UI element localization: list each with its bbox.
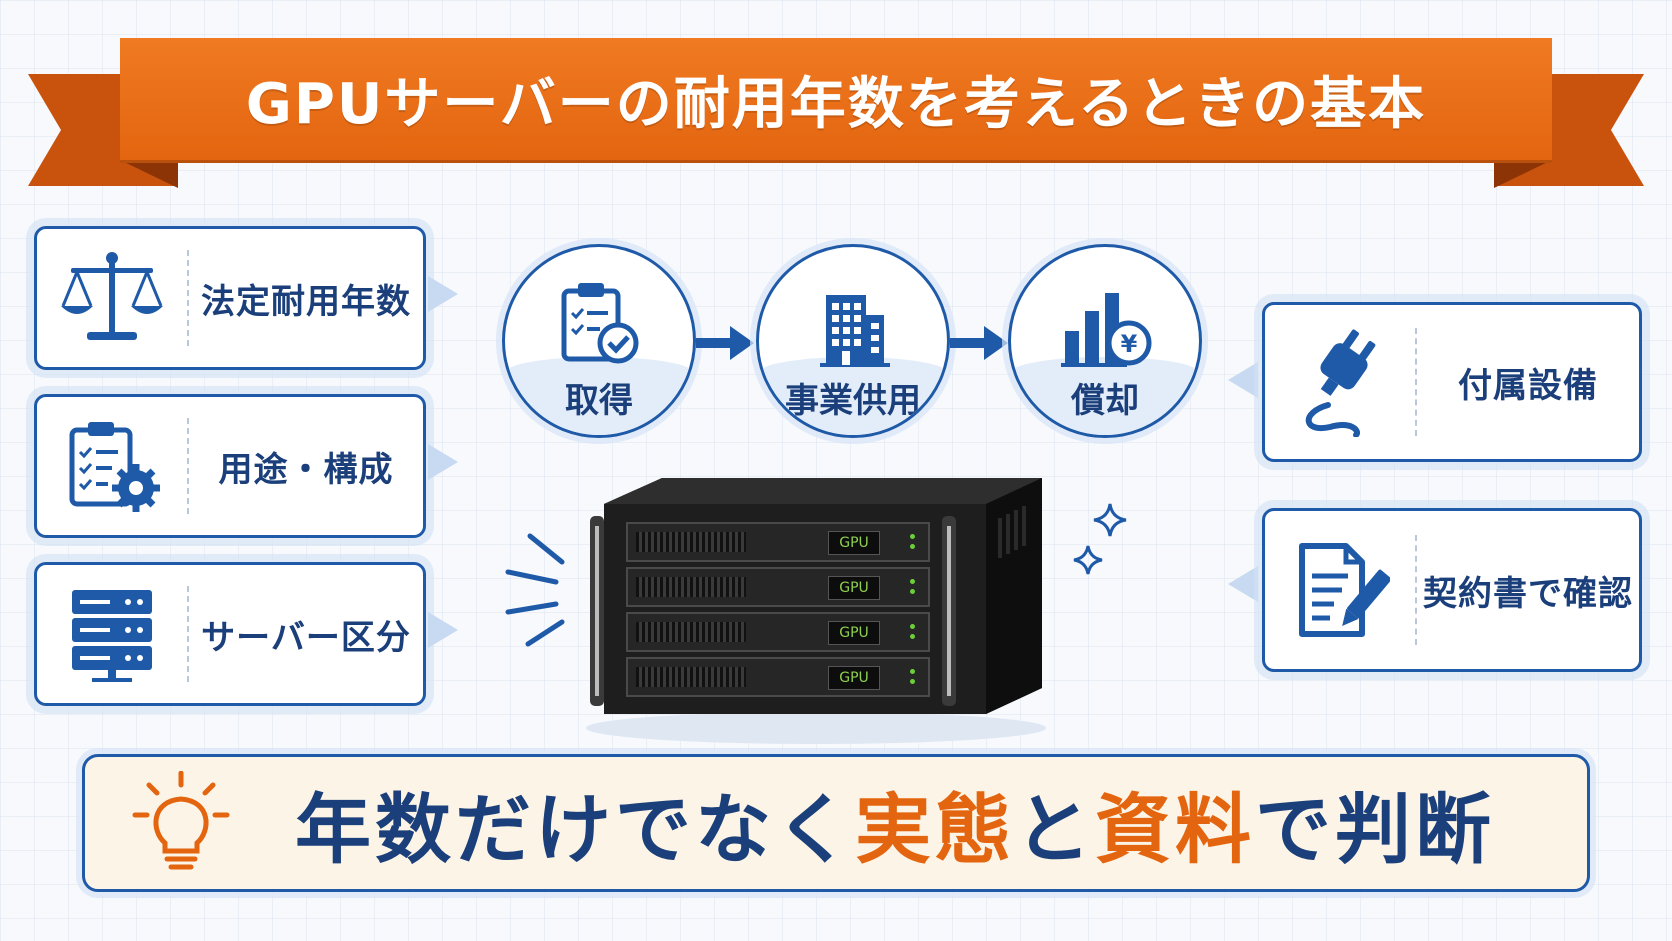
vent-grille <box>636 532 746 552</box>
conclusion-highlight-documents: 資料 <box>1095 785 1255 874</box>
status-led <box>910 534 915 539</box>
conclusion-highlight-actual-state: 実態 <box>855 785 1015 874</box>
card-divider <box>1415 328 1417 436</box>
clipboard-check-icon <box>561 283 639 364</box>
scale-icon <box>37 229 187 367</box>
flow-step-acquisition: 取得 <box>502 244 696 438</box>
vent-grille <box>636 577 746 597</box>
card-ancillary-equipment: 付属設備 <box>1262 302 1642 462</box>
gpu-slot-label: GPU <box>828 531 880 555</box>
card-divider <box>187 249 189 347</box>
bar-chart-yen-icon: ¥ <box>1061 293 1152 367</box>
card-divider <box>187 417 189 515</box>
gpu-slot-label: GPU <box>828 621 880 645</box>
status-led <box>910 634 915 639</box>
flow-step-label: 事業供用 <box>785 381 921 421</box>
document-pen-icon <box>1265 511 1415 669</box>
title-banner: GPUサーバーの耐用年数を考えるときの基本 <box>120 38 1552 160</box>
server-bay: GPU <box>626 612 930 652</box>
card-label: 付属設備 <box>1458 365 1598 406</box>
conclusion-text: 年数だけでなく実態と資料で判断 <box>295 757 1495 889</box>
building-icon <box>820 295 890 367</box>
server-rack-icon <box>37 565 187 703</box>
arrow-right-icon <box>950 326 1008 360</box>
status-led <box>910 624 915 629</box>
clipboard-gear-icon <box>37 397 187 535</box>
vent-grille <box>636 667 746 687</box>
conclusion-part-3: で判断 <box>1255 785 1495 874</box>
server-bays: GPU GPU GPU GPU <box>626 522 930 702</box>
pointer-triangle <box>428 612 458 648</box>
gpu-slot-label: GPU <box>828 576 880 600</box>
card-divider <box>1415 534 1417 646</box>
flow-step-label: 取得 <box>565 381 633 421</box>
page-title: GPUサーバーの耐用年数を考えるときの基本 <box>245 71 1427 137</box>
card-legal-useful-life: 法定耐用年数 <box>34 226 426 370</box>
server-bay: GPU <box>626 657 930 697</box>
pointer-triangle <box>428 444 458 480</box>
card-server-category: サーバー区分 <box>34 562 426 706</box>
svg-text:¥: ¥ <box>1121 330 1138 358</box>
pointer-triangle <box>428 276 458 312</box>
status-led <box>910 589 915 594</box>
gpu-server: GPU GPU GPU GPU <box>586 478 1046 746</box>
arrow-right-icon <box>696 326 754 360</box>
plug-icon <box>1265 305 1415 459</box>
flow-step-label: 償却 <box>1071 381 1139 421</box>
card-usage-configuration: 用途・構成 <box>34 394 426 538</box>
conclusion-part-2: と <box>1015 785 1095 874</box>
pointer-triangle <box>1228 566 1258 602</box>
emphasis-lines-icon <box>505 533 565 647</box>
conclusion-part-1: 年数だけでなく <box>295 785 855 874</box>
card-label: サーバー区分 <box>201 617 411 658</box>
circle-wave <box>505 357 693 435</box>
vent-grille <box>636 622 746 642</box>
server-bay: GPU <box>626 522 930 562</box>
gpu-slot-label: GPU <box>828 666 880 690</box>
lightbulb-icon <box>132 771 230 870</box>
card-check-contract: 契約書で確認 <box>1262 508 1642 672</box>
card-divider <box>187 585 189 683</box>
pointer-triangle <box>1228 362 1258 398</box>
server-bay: GPU <box>626 567 930 607</box>
status-led <box>910 669 915 674</box>
card-label: 法定耐用年数 <box>201 281 411 322</box>
flow-step-business-use: 事業供用 <box>756 244 950 438</box>
card-label: 契約書で確認 <box>1423 573 1633 614</box>
status-led <box>910 544 915 549</box>
circle-wave <box>1011 357 1199 435</box>
card-label: 用途・構成 <box>218 449 394 490</box>
status-led <box>910 679 915 684</box>
status-led <box>910 579 915 584</box>
flow-step-depreciation: ¥ 償却 <box>1008 244 1202 438</box>
sparkle-icon <box>1073 503 1127 575</box>
conclusion-panel: 年数だけでなく実態と資料で判断 <box>82 754 1590 892</box>
circle-wave <box>759 357 947 435</box>
